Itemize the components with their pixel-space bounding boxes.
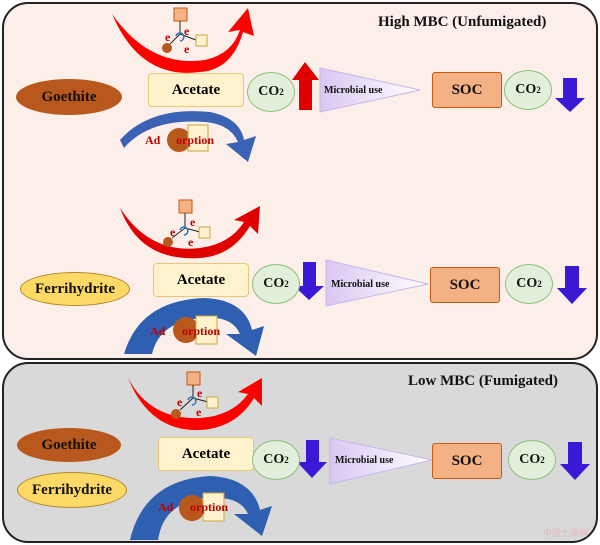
adsorption-label-left: Ad: [158, 500, 174, 514]
adsorption-label-right: orption: [182, 324, 221, 338]
adsorption-label-left: Ad: [150, 324, 166, 338]
adsorption-label-right: orption: [176, 133, 215, 147]
microbial-use-label: Microbial use: [324, 85, 383, 96]
electron-label: e: [177, 395, 183, 409]
electron-label: e: [197, 386, 203, 400]
blue-arc-arrow-row1: [120, 111, 256, 162]
blue-down-arrow-row3: [297, 440, 327, 478]
ferrihydrite-oval: Ferrihydrite: [17, 472, 127, 508]
microbial-use-label: Microbial use: [335, 455, 394, 466]
soc-box: SOC: [432, 72, 502, 108]
acetate-box: Acetate: [153, 263, 249, 297]
blue-arc-arrow-row2: [124, 298, 264, 356]
blue-down-arrow-row3-right: [560, 442, 590, 480]
red-arc-arrow-row1: [112, 8, 254, 73]
microbial-use-triangle-row3: [329, 437, 433, 485]
molecule-row1: [162, 7, 208, 53]
microbial-use-triangle-row1: [319, 67, 421, 113]
electron-label: e: [188, 235, 194, 249]
red-arc-arrow-row2: [120, 206, 260, 259]
electron-label: e: [184, 42, 190, 56]
electron-label: e: [196, 405, 202, 419]
microbial-use-label: Microbial use: [331, 279, 390, 290]
adsorption-label-right: orption: [190, 500, 229, 514]
electron-label: e: [190, 215, 196, 229]
red-arc-arrow-row3: [128, 378, 262, 431]
blue-arc-arrow-row3: [130, 476, 272, 540]
blue-down-arrow-row2-right: [557, 266, 587, 304]
blue-down-arrow-row2: [294, 262, 324, 300]
acetate-particle-row3: [202, 492, 225, 522]
soc-box: SOC: [430, 267, 500, 303]
acetate-particle-row1: [187, 124, 209, 152]
microbial-use-triangle-row2: [325, 259, 429, 307]
panel-title-low-mbc: Low MBC (Fumigated): [408, 373, 558, 389]
goethite-oval: Goethite: [17, 428, 121, 462]
goethite-particle-row1: [167, 128, 191, 152]
electron-label: e: [170, 225, 176, 239]
soc-box: SOC: [432, 443, 502, 479]
acetate-particle-row2: [195, 315, 218, 345]
electron-label: e: [184, 24, 190, 38]
acetate-box: Acetate: [158, 437, 254, 471]
red-up-arrow-row1: [292, 62, 319, 110]
goethite-particle-row2: [173, 317, 199, 343]
ferrihydrite-oval: Ferrihydrite: [20, 272, 130, 306]
adsorption-label-left: Ad: [145, 133, 161, 147]
acetate-box: Acetate: [148, 73, 244, 107]
panel-title-high-mbc: High MBC (Unfumigated): [378, 14, 547, 30]
blue-down-arrow-row1: [555, 78, 585, 112]
electron-label: e: [165, 30, 171, 44]
goethite-particle-row3: [179, 495, 205, 521]
goethite-oval: Goethite: [16, 79, 122, 115]
molecule-row3: [171, 371, 219, 419]
molecule-row2: [163, 199, 211, 247]
watermark: 中国土壤网: [542, 528, 588, 538]
